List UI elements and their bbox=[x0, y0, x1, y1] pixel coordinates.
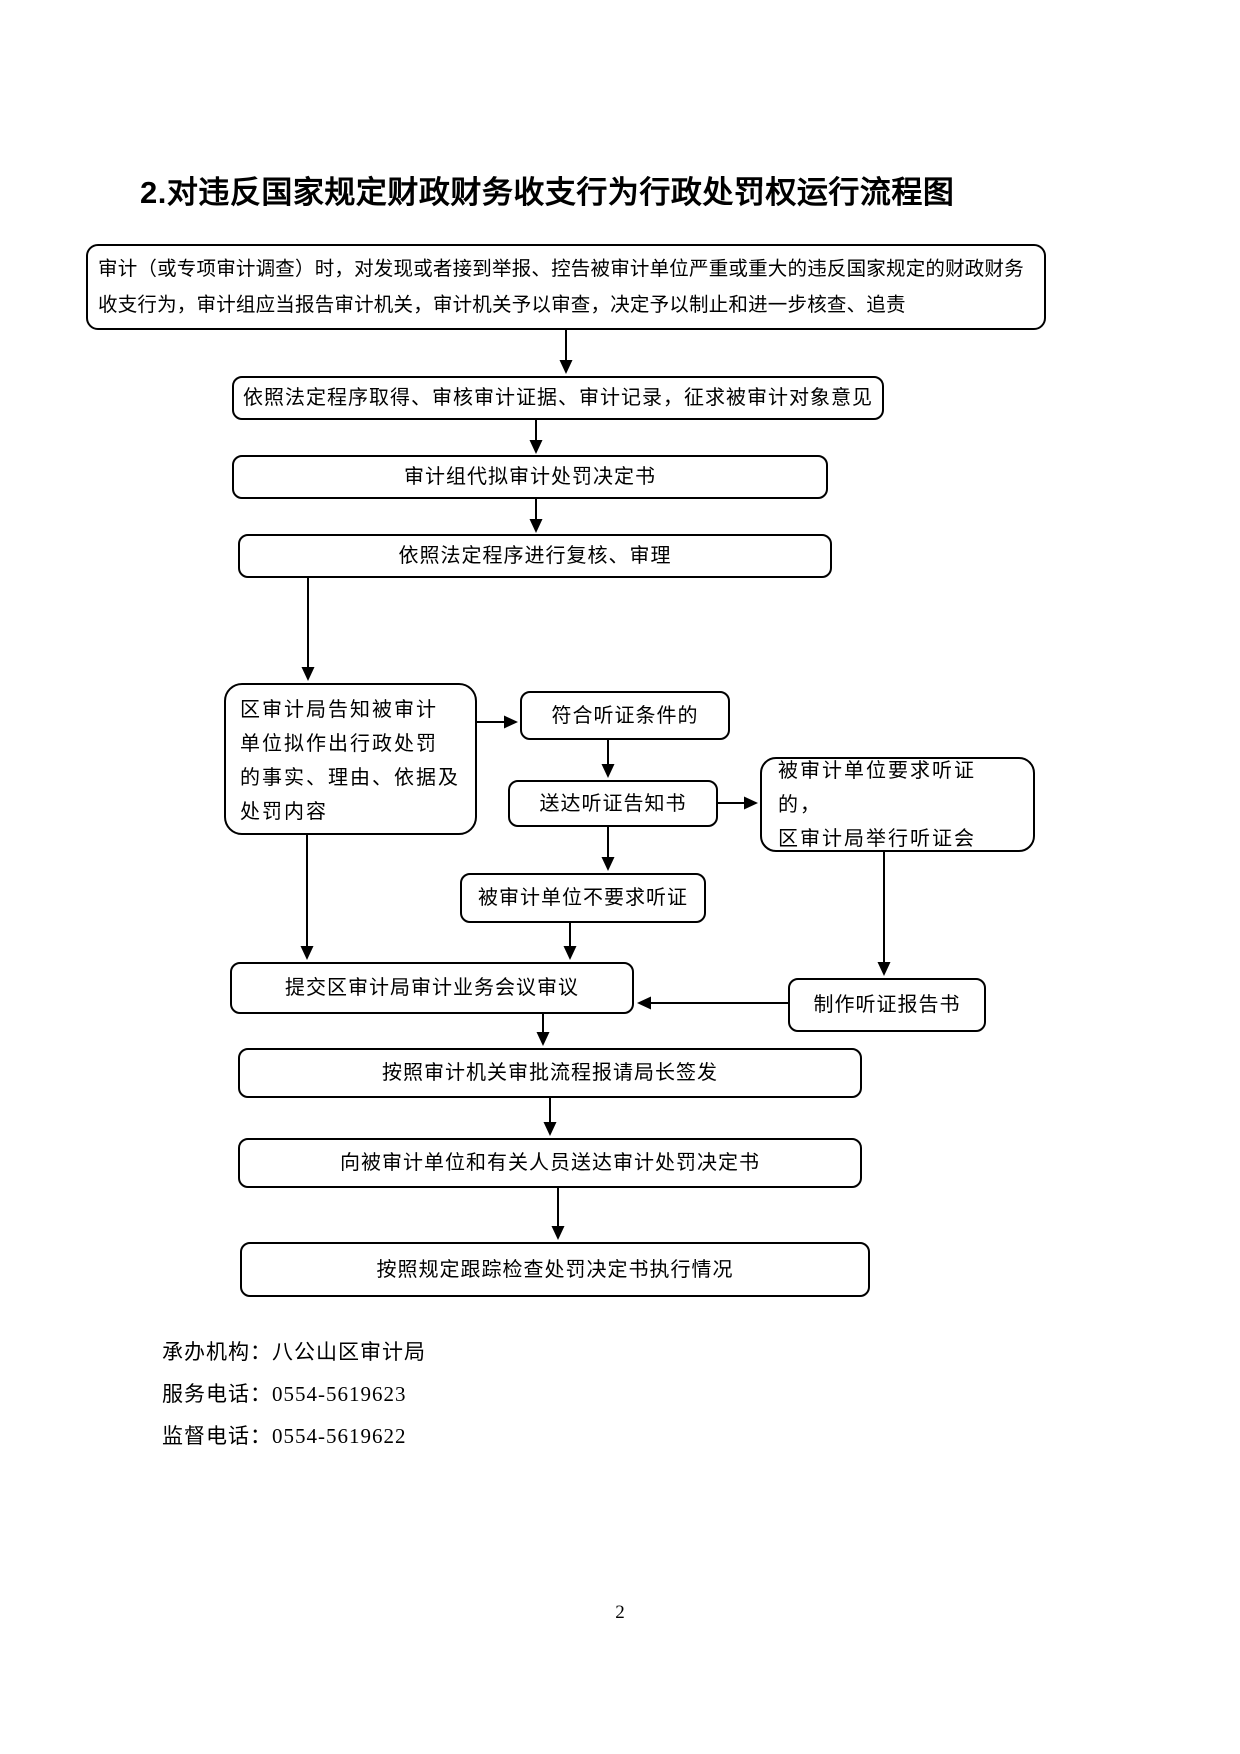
arrow-sign-to-deliver bbox=[543, 1098, 557, 1136]
arrow-review-to-notify bbox=[301, 578, 315, 681]
arrow-notice-to-requested bbox=[718, 796, 758, 810]
arrow-intro-to-evidence bbox=[559, 330, 573, 374]
arrow-report-to-committee bbox=[637, 996, 788, 1010]
arrow-eligible-to-notice bbox=[601, 740, 615, 778]
arrow-deliver-to-track bbox=[551, 1188, 565, 1240]
arrow-notify-to-committee bbox=[300, 835, 314, 960]
arrow-committee-to-sign bbox=[536, 1014, 550, 1046]
arrow-notify-to-eligible bbox=[477, 715, 518, 729]
arrow-nohearing-to-committee bbox=[563, 923, 577, 960]
page-number: 2 bbox=[615, 1602, 625, 1623]
node-evidence: 依照法定程序取得、审核审计证据、审计记录，征求被审计对象意见 bbox=[232, 376, 884, 420]
arrow-draft-to-review bbox=[529, 499, 543, 533]
node-draft-decision: 审计组代拟审计处罚决定书 bbox=[232, 455, 828, 499]
node-track-execution: 按照规定跟踪检查处罚决定书执行情况 bbox=[240, 1242, 870, 1297]
node-intro: 审计（或专项审计调查）时，对发现或者接到举报、控告被审计单位严重或重大的违反国家… bbox=[86, 244, 1046, 330]
node-review: 依照法定程序进行复核、审理 bbox=[238, 534, 832, 578]
node-hearing-requested: 被审计单位要求听证的， 区审计局举行听证会 bbox=[760, 757, 1035, 852]
node-hearing-report: 制作听证报告书 bbox=[788, 978, 986, 1032]
node-director-sign: 按照审计机关审批流程报请局长签发 bbox=[238, 1048, 862, 1098]
footer-agency: 承办机构：八公山区审计局 bbox=[162, 1340, 426, 1364]
arrow-notice-to-nohearing bbox=[601, 827, 615, 871]
footer-service-phone: 服务电话：0554-5619623 bbox=[162, 1382, 407, 1406]
arrow-requested-to-report bbox=[877, 852, 891, 976]
node-no-hearing: 被审计单位不要求听证 bbox=[460, 873, 706, 923]
page-title: 2.对违反国家规定财政财务收支行为行政处罚权运行流程图 bbox=[140, 175, 955, 210]
arrow-evidence-to-draft bbox=[529, 420, 543, 454]
node-deliver-decision: 向被审计单位和有关人员送达审计处罚决定书 bbox=[238, 1138, 862, 1188]
footer-supervision-phone: 监督电话：0554-5619622 bbox=[162, 1424, 407, 1448]
node-notify-unit: 区审计局告知被审计 单位拟作出行政处罚 的事实、理由、依据及 处罚内容 bbox=[224, 683, 477, 835]
node-hearing-eligible: 符合听证条件的 bbox=[520, 691, 730, 740]
node-committee-review: 提交区审计局审计业务会议审议 bbox=[230, 962, 634, 1014]
node-hearing-notice: 送达听证告知书 bbox=[508, 780, 718, 827]
